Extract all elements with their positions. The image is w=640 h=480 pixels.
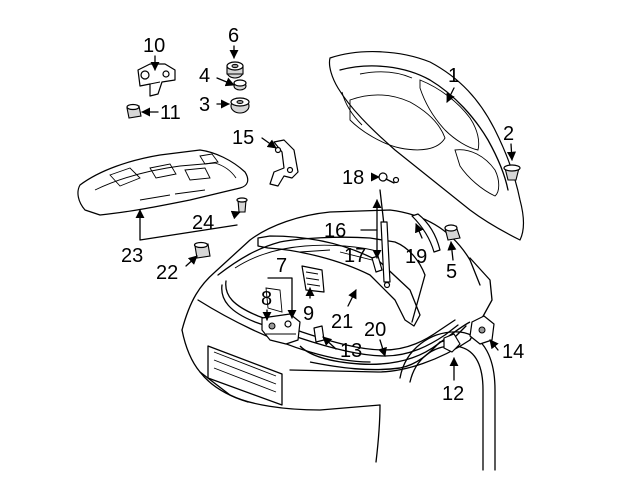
part-12-release-handle [443, 325, 467, 353]
callout-1: 1 [448, 65, 459, 87]
callout-22: 22 [156, 262, 178, 284]
callout-19: 19 [405, 246, 427, 268]
part-24-clip [236, 197, 248, 213]
callout-labels: 1 2 3 4 5 6 7 8 9 10 11 12 13 14 15 16 1… [121, 25, 524, 405]
callout-6: 6 [228, 25, 239, 47]
part-16-gas-strut [379, 189, 391, 289]
callout-23: 23 [121, 245, 143, 267]
callout-20: 20 [364, 319, 386, 341]
part-10-latch-bracket [137, 63, 176, 97]
callout-2: 2 [503, 123, 514, 145]
callout-4: 4 [199, 65, 210, 87]
callout-11: 11 [160, 102, 181, 124]
part-9-bracket [301, 265, 325, 293]
part-8-hood-latch [261, 313, 301, 345]
part-20-release-cable [299, 321, 471, 366]
part-23-insulator [77, 149, 249, 216]
callout-10: 10 [143, 35, 165, 57]
callout-12: 12 [442, 383, 464, 405]
part-3-grommet [230, 97, 250, 114]
callout-15: 15 [232, 127, 254, 149]
callout-21: 21 [331, 311, 353, 333]
part-11-cap [126, 103, 142, 119]
callout-14: 14 [502, 341, 524, 363]
part-14-lock [469, 315, 495, 345]
leader-lines [135, 45, 517, 381]
part-5-bumper [444, 224, 461, 241]
part-22-bumper [193, 241, 211, 259]
callout-7: 7 [276, 255, 287, 277]
callout-24: 24 [192, 212, 214, 234]
callout-5: 5 [446, 261, 457, 283]
part-15-hinge [269, 139, 299, 187]
callout-17: 17 [344, 245, 366, 267]
part-13-clip [313, 325, 325, 343]
part-4-stop [233, 79, 247, 91]
callout-8: 8 [261, 288, 272, 310]
part-18-ball-stud [378, 172, 400, 184]
part-2-clip [503, 164, 521, 181]
callout-16: 16 [324, 220, 346, 242]
hood-panel [328, 51, 524, 241]
callout-18: 18 [342, 167, 364, 189]
callout-9: 9 [303, 303, 314, 325]
callout-3: 3 [199, 94, 210, 116]
part-6-bumper [226, 61, 244, 79]
callout-13: 13 [340, 340, 362, 362]
